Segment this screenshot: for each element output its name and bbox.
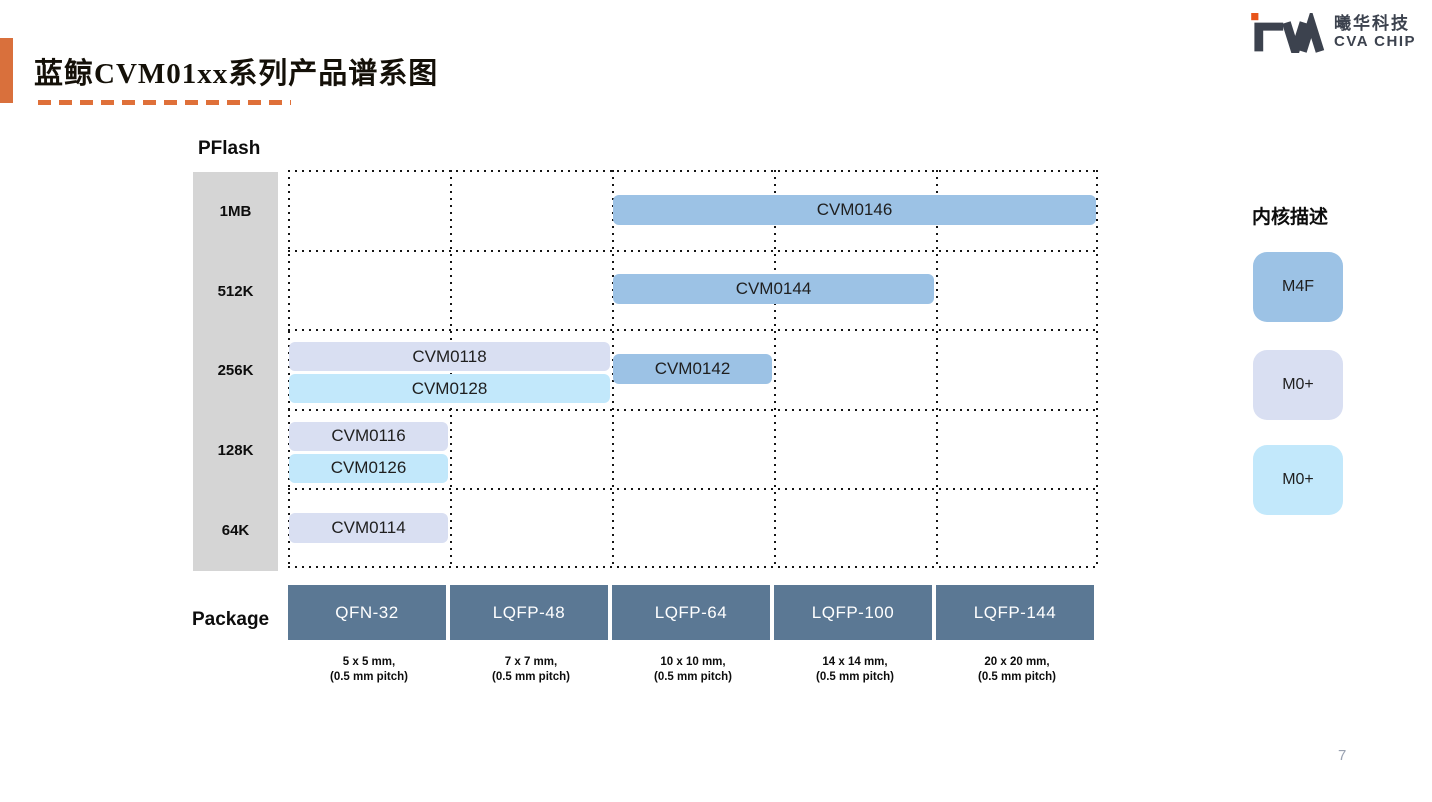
- page-title: 蓝鲸CVM01xx系列产品谱系图: [34, 58, 439, 90]
- grid-hline: [288, 566, 1098, 568]
- legend-item-m0p: M0+: [1253, 445, 1343, 515]
- package-pitch-text: (0.5 mm pitch): [978, 670, 1056, 683]
- product-bar-cvm0126: CVM0126: [289, 453, 448, 483]
- grid-vline: [936, 170, 938, 568]
- package-dim-lqfp-64: 10 x 10 mm, (0.5 mm pitch): [612, 655, 774, 685]
- grid-hline: [288, 170, 1098, 172]
- grid-hline: [288, 488, 1098, 491]
- grid-hline: [288, 329, 1098, 332]
- package-size-text: 14 x 14 mm,: [822, 656, 888, 668]
- package-cell-lqfp-100: LQFP-100: [774, 585, 932, 640]
- x-axis-title: Package: [192, 609, 270, 630]
- package-cell-qfn-32: QFN-32: [288, 585, 446, 640]
- package-size-text: 20 x 20 mm,: [984, 656, 1050, 668]
- grid-hline: [288, 408, 1098, 411]
- product-bar-cvm0128: CVM0128: [289, 374, 610, 404]
- grid-vline: [774, 170, 776, 568]
- product-bar-cvm0142: CVM0142: [613, 354, 772, 384]
- package-dim-lqfp-144: 20 x 20 mm, (0.5 mm pitch): [936, 655, 1098, 685]
- y-axis-tick-1mb: 1MB: [219, 203, 252, 221]
- legend-item-m4f: M4F: [1253, 252, 1343, 322]
- title-underline: [38, 100, 291, 105]
- product-bar-cvm0114: CVM0114: [289, 513, 448, 544]
- y-axis-band: 1MB 512K 256K 128K 64K: [193, 172, 278, 571]
- package-pitch-text: (0.5 mm pitch): [654, 670, 732, 683]
- company-logo: 曦华科技 CVA CHIP: [1251, 13, 1416, 53]
- y-axis-title: PFlash: [198, 138, 261, 159]
- legend-title: 内核描述: [1252, 207, 1329, 228]
- page-number: 7: [1338, 747, 1347, 764]
- y-axis-tick-64k: 64K: [221, 521, 250, 539]
- package-pitch-text: (0.5 mm pitch): [816, 670, 894, 683]
- y-axis-tick-128k: 128K: [217, 442, 254, 460]
- grid-vline: [1096, 170, 1098, 568]
- grid-vline: [288, 170, 290, 568]
- package-cell-lqfp-144: LQFP-144: [936, 585, 1094, 640]
- package-pitch-text: (0.5 mm pitch): [492, 670, 570, 683]
- package-dim-lqfp-48: 7 x 7 mm, (0.5 mm pitch): [450, 655, 612, 685]
- y-axis-tick-256k: 256K: [217, 362, 254, 380]
- product-bar-cvm0118: CVM0118: [289, 342, 610, 372]
- cva-logo-icon: [1251, 13, 1325, 53]
- logo-company-name-cn: 曦华科技: [1334, 14, 1410, 34]
- product-bar-cvm0116: CVM0116: [289, 421, 448, 451]
- product-bar-cvm0144: CVM0144: [613, 274, 934, 305]
- package-pitch-text: (0.5 mm pitch): [330, 670, 408, 683]
- package-dim-lqfp-100: 14 x 14 mm, (0.5 mm pitch): [774, 655, 936, 685]
- legend-item-m0p: M0+: [1253, 350, 1343, 420]
- product-bar-cvm0146: CVM0146: [613, 194, 1096, 225]
- package-cell-lqfp-64: LQFP-64: [612, 585, 770, 640]
- title-accent-bar: [0, 38, 13, 103]
- package-cell-lqfp-48: LQFP-48: [450, 585, 608, 640]
- package-size-text: 7 x 7 mm,: [504, 656, 558, 668]
- package-size-text: 10 x 10 mm,: [660, 656, 726, 668]
- logo-text: 曦华科技 CVA CHIP: [1334, 15, 1416, 50]
- package-size-text: 5 x 5 mm,: [342, 656, 396, 668]
- package-dim-qfn-32: 5 x 5 mm, (0.5 mm pitch): [288, 655, 450, 685]
- y-axis-tick-512k: 512K: [217, 282, 254, 300]
- grid-hline: [288, 249, 1098, 252]
- logo-company-name-en: CVA CHIP: [1334, 33, 1417, 51]
